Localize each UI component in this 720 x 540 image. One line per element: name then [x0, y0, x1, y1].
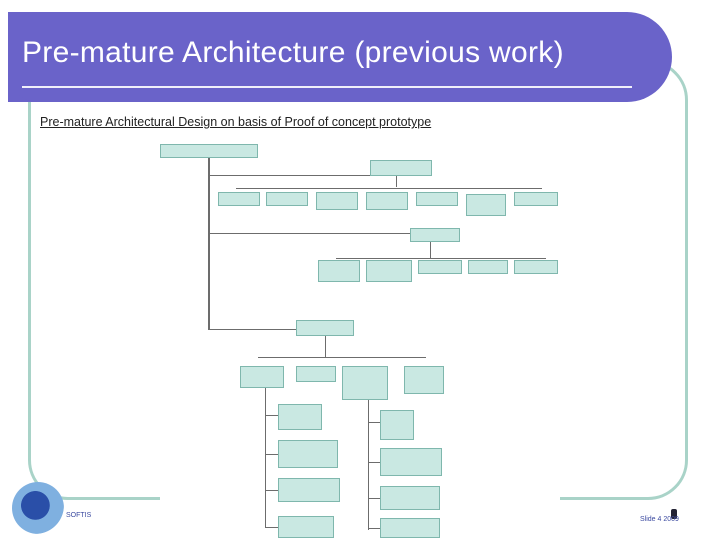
diagram-node-c4 — [404, 366, 444, 394]
diagram-node-b4 — [468, 260, 508, 274]
diagram-node-a7 — [514, 192, 558, 206]
connector — [396, 175, 397, 187]
slide-title: Pre-mature Architecture (previous work) — [22, 36, 564, 69]
diagram-node-right-2 — [380, 448, 442, 476]
diagram-node-c1 — [240, 366, 284, 388]
frame-gap — [160, 490, 560, 506]
footer-mark-icon — [671, 509, 677, 519]
title-underline — [22, 86, 632, 88]
connector — [208, 158, 210, 330]
diagram-node-left-2 — [278, 440, 338, 468]
connector — [208, 329, 298, 330]
diagram-node-a4 — [366, 192, 408, 210]
diagram-node-c2 — [296, 366, 336, 382]
connector — [265, 454, 279, 455]
diagram-node-b2 — [366, 260, 412, 282]
diagram-node-root — [160, 144, 258, 158]
slide-subtitle: Pre-mature Architectural Design on basis… — [40, 115, 432, 129]
diagram-node-right-4 — [380, 518, 440, 538]
logo-icon — [12, 482, 64, 534]
diagram-node-left-4 — [278, 516, 334, 538]
connector — [368, 422, 382, 423]
connector — [265, 372, 266, 527]
connector — [368, 528, 382, 529]
connector — [236, 188, 542, 189]
diagram-node-a1 — [218, 192, 260, 206]
diagram-node-left-3 — [278, 478, 340, 502]
diagram-node-c3 — [342, 366, 388, 400]
diagram-node-a3 — [316, 192, 358, 210]
diagram-node-b3 — [418, 260, 462, 274]
diagram-node-a5 — [416, 192, 458, 206]
connector — [265, 490, 279, 491]
connector — [265, 415, 279, 416]
connector — [208, 175, 398, 176]
diagram-node-right-3 — [380, 486, 440, 510]
connector — [265, 527, 279, 528]
diagram-node-branch-a — [370, 160, 432, 176]
diagram-node-a6 — [466, 194, 506, 216]
diagram-node-left-1 — [278, 404, 322, 430]
diagram-node-branch-b — [410, 228, 460, 242]
connector — [430, 241, 431, 259]
diagram-node-a2 — [266, 192, 308, 206]
connector — [325, 333, 326, 357]
connector — [208, 233, 413, 234]
connector — [368, 390, 369, 530]
diagram-node-branch-c — [296, 320, 354, 336]
connector — [368, 462, 382, 463]
logo-text: SOFTIS — [66, 512, 92, 519]
footer-text: Slide 4 2009 — [640, 516, 679, 523]
connector — [258, 357, 426, 358]
diagram-node-right-1 — [380, 410, 414, 440]
diagram-node-b5 — [514, 260, 558, 274]
diagram-node-b1 — [318, 260, 360, 282]
connector — [368, 498, 382, 499]
connector — [336, 258, 546, 259]
